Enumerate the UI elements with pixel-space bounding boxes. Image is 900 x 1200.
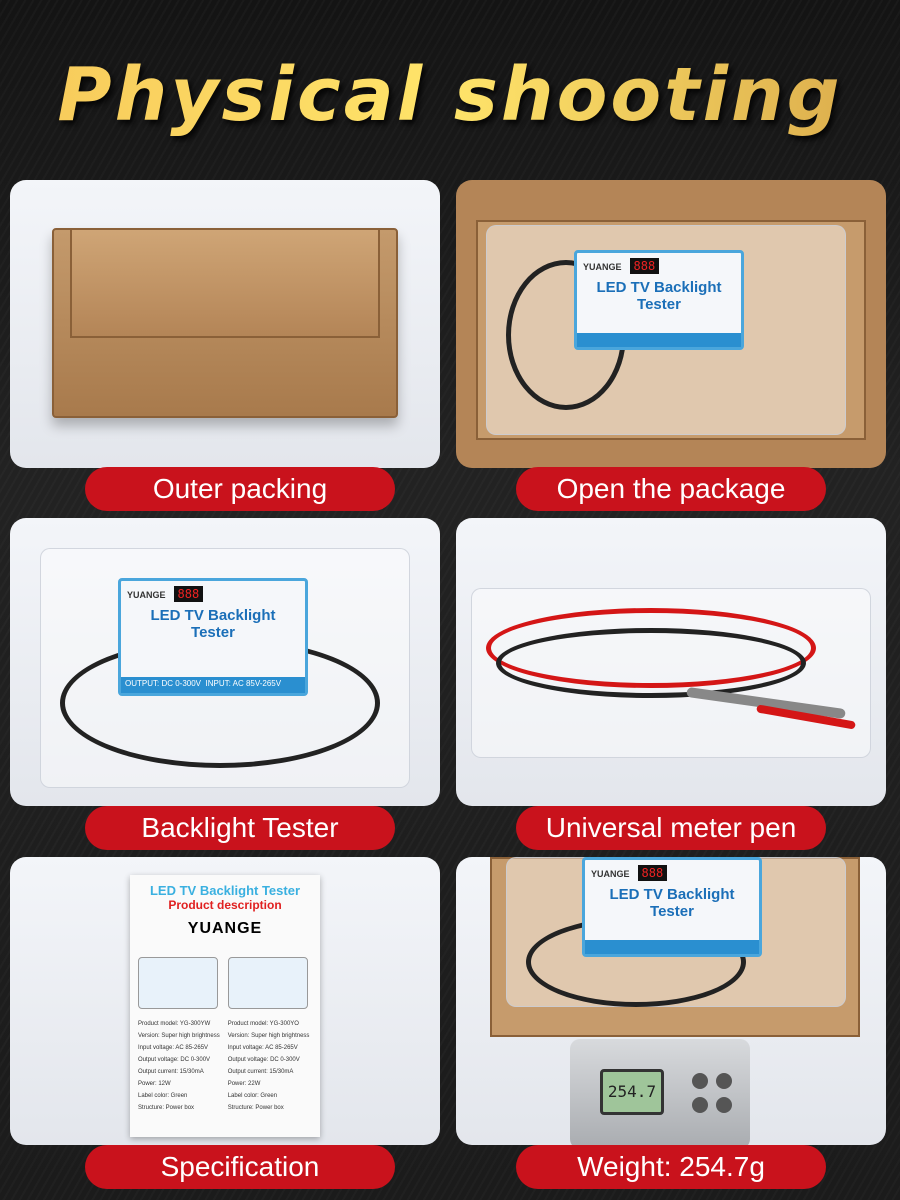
spec-line: Structure: Power box xyxy=(227,1105,284,1111)
spec-line: Output current: 15/30mA xyxy=(138,1069,204,1075)
label-outer-packing: Outer packing xyxy=(85,467,395,511)
box-lid xyxy=(70,228,380,338)
label-specification: Specification xyxy=(85,1145,395,1189)
product-name: LED TV Backlight Tester xyxy=(596,279,722,313)
spec-line: Product model: YG-300YW xyxy=(138,1021,211,1027)
input-spec: INPUT: AC 85V-265V xyxy=(205,679,282,688)
scale-button xyxy=(716,1073,732,1089)
tester-device: YUANGE 888 LED TV Backlight Tester xyxy=(574,250,744,350)
doc-subheading: Product description xyxy=(168,898,282,912)
spec-line: Output voltage: DC 0-300V xyxy=(227,1057,300,1063)
tester-device: YUANGE 888 LED TV Backlight Tester xyxy=(582,857,762,957)
page-title: Physical shooting xyxy=(0,52,900,138)
led-display: 888 xyxy=(173,586,204,602)
photo-open-package: YUANGE 888 LED TV Backlight Tester xyxy=(456,180,886,468)
doc-heading: LED TV Backlight Tester xyxy=(149,883,300,898)
tester-bar xyxy=(585,940,759,954)
spec-column-right: Product model: YG-300YO Version: Super hi… xyxy=(228,1018,310,1114)
spec-line: Output current: 15/30mA xyxy=(227,1069,294,1075)
product-photo xyxy=(138,957,218,1009)
photo-meter-pen xyxy=(456,518,886,806)
photo-outer-packing xyxy=(10,180,440,468)
product-name: LED TV Backlight Tester xyxy=(609,886,735,920)
spec-line: Power: 12W xyxy=(138,1081,171,1087)
label-meter-pen: Universal meter pen xyxy=(516,806,826,850)
product-photo xyxy=(228,957,308,1009)
label-backlight-tester: Backlight Tester xyxy=(85,806,395,850)
spec-line: Label color: Green xyxy=(227,1093,278,1099)
label-weight: Weight: 254.7g xyxy=(516,1145,826,1189)
spec-line: Version: Super high brightness xyxy=(227,1033,310,1039)
spec-line: Input voltage: AC 85-265V xyxy=(227,1045,298,1051)
black-lead xyxy=(496,628,806,698)
spec-line: Input voltage: AC 85-265V xyxy=(138,1045,209,1051)
led-display: 888 xyxy=(637,865,668,881)
photo-weight: YUANGE 888 LED TV Backlight Tester 254.7 xyxy=(456,857,886,1145)
spec-column-left: Product model: YG-300YW Version: Super hi… xyxy=(138,1018,220,1114)
spec-line: Power: 22W xyxy=(227,1081,261,1087)
photo-specification: LED TV Backlight Tester Product descript… xyxy=(10,857,440,1145)
scale-button xyxy=(692,1073,708,1089)
output-spec: OUTPUT: DC 0-300V xyxy=(125,679,202,688)
spec-line: Version: Super high brightness xyxy=(138,1033,220,1039)
photo-backlight-tester: YUANGE 888 LED TV Backlight Tester OUTPUT… xyxy=(10,518,440,806)
led-display: 888 xyxy=(629,258,660,274)
label-open-package: Open the package xyxy=(516,467,826,511)
tester-bar: OUTPUT: DC 0-300V INPUT: AC 85V-265V xyxy=(121,677,305,693)
brand-text: YUANGE xyxy=(127,590,166,600)
spec-line: Label color: Green xyxy=(138,1093,188,1099)
brand-text: YUANGE xyxy=(591,869,630,879)
product-name: LED TV Backlight Tester xyxy=(150,607,276,641)
brand-text: YUANGE xyxy=(583,262,622,272)
scale-display: 254.7 xyxy=(600,1069,664,1115)
spec-table: Product model: YG-300YW Version: Super hi… xyxy=(138,1018,312,1114)
spec-line: Structure: Power box xyxy=(138,1105,195,1111)
scale-button xyxy=(716,1097,732,1113)
scale-button xyxy=(692,1097,708,1113)
spec-line: Output voltage: DC 0-300V xyxy=(138,1057,211,1063)
tester-bar xyxy=(577,333,741,347)
tester-device: YUANGE 888 LED TV Backlight Tester OUTPUT… xyxy=(118,578,308,696)
digital-scale: 254.7 xyxy=(570,1039,750,1145)
spec-line: Product model: YG-300YO xyxy=(227,1021,299,1027)
yuange-logo: YUANGE xyxy=(187,920,263,937)
